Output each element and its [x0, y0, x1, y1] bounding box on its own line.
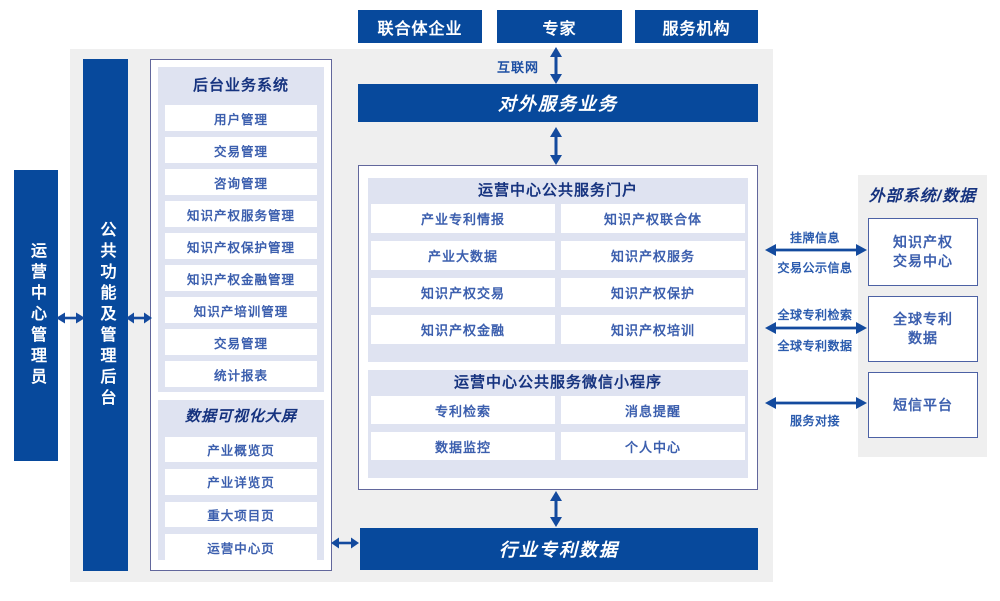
miniprogram-panel: 运营中心公共服务微信小程序 专利检索 消息提醒 数据监控 个人中心: [368, 370, 748, 478]
link-label-listing-info: 挂牌信息: [789, 231, 840, 245]
portal-panel-title: 运营中心公共服务门户: [477, 182, 638, 199]
backoffice-bar: 公共功能及管理后台: [83, 59, 128, 571]
link-label-service-dock: 服务对接: [789, 414, 840, 428]
industry-data-bar: 行业专利数据: [360, 528, 758, 570]
backend-item: 知识产权保护管理: [165, 233, 317, 259]
portal-item: 知识产权保护: [561, 278, 745, 307]
portal-item: 产业专利情报: [371, 204, 555, 233]
dataviz-item: 产业概览页: [165, 436, 317, 463]
double-arrow-global-patent-icon: [765, 322, 867, 334]
backend-item: 统计报表: [165, 361, 317, 387]
link-label-global-search: 全球专利检索: [777, 308, 853, 322]
backend-item: 知识产权金融管理: [165, 265, 317, 291]
backend-item: 咨询管理: [165, 169, 317, 195]
dataviz-panel-title: 数据可视化大屏: [184, 408, 297, 426]
external-service-bar: 对外服务业务: [358, 84, 758, 122]
double-arrow-portal-icon: [550, 127, 562, 165]
dataviz-item: 产业详览页: [165, 469, 317, 495]
external-box-global-patent: 全球专利 数据: [868, 296, 978, 362]
external-box-line: 知识产权: [893, 234, 953, 251]
link-label-trade-publicity: 交易公示信息: [777, 261, 853, 275]
miniprogram-panel-title: 运营中心公共服务微信小程序: [453, 374, 662, 391]
portal-item: 产业大数据: [371, 241, 555, 270]
portal-item: 知识产权联合体: [561, 204, 745, 233]
backend-panel-title: 后台业务系统: [192, 77, 289, 94]
miniprogram-item: 专利检索: [371, 396, 555, 424]
portal-item: 知识产权交易: [371, 278, 555, 307]
operator-bar: 运营中心管理员: [14, 170, 58, 461]
portal-item: 知识产权金融: [371, 315, 555, 344]
miniprogram-item: 个人中心: [561, 432, 745, 460]
actor-box-agencies: 服务机构: [635, 10, 758, 43]
external-box-line: 全球专利: [893, 311, 953, 328]
backend-item: 交易管理: [165, 137, 317, 163]
backend-item: 知识产培训管理: [165, 297, 317, 323]
internet-label: 互联网: [496, 60, 539, 75]
external-box-line: 短信平台: [893, 396, 953, 413]
backoffice-bar-label: 公共功能及管理后台: [97, 220, 115, 410]
operator-bar-label: 运营中心管理员: [28, 242, 45, 389]
external-box-sms: 短信平台: [868, 372, 978, 438]
miniprogram-item: 数据监控: [371, 432, 555, 460]
backend-item: 交易管理: [165, 329, 317, 355]
external-systems-title: 外部系统/数据: [868, 188, 977, 205]
double-arrow-listing-icon: [765, 244, 867, 256]
external-box-line: 数据: [908, 330, 938, 346]
portal-item: 知识产权服务: [561, 241, 745, 270]
double-arrow-backoffice-icon: [126, 312, 152, 324]
external-box-ip-exchange: 知识产权 交易中心: [868, 218, 978, 286]
miniprogram-item: 消息提醒: [561, 396, 745, 424]
external-box-line: 交易中心: [893, 253, 953, 269]
backend-item: 知识产权服务管理: [165, 201, 317, 227]
backend-item: 用户管理: [165, 105, 317, 131]
dataviz-item: 重大项目页: [165, 501, 317, 528]
double-arrow-dataviz-industry-icon: [331, 537, 359, 549]
actor-box-consortium: 联合体企业: [358, 10, 482, 43]
portal-item: 知识产权培训: [561, 315, 745, 344]
backend-system-panel: 后台业务系统 用户管理 交易管理 咨询管理 知识产权服务管理 知识产权保护管理 …: [158, 67, 324, 392]
link-label-global-data: 全球专利数据: [777, 339, 853, 353]
dataviz-item: 运营中心页: [165, 534, 317, 560]
actor-box-experts: 专家: [497, 10, 622, 43]
double-arrow-internet-icon: [550, 47, 562, 84]
dataviz-panel: 数据可视化大屏 产业概览页 产业详览页 重大项目页 运营中心页: [158, 400, 324, 560]
double-arrow-industry-icon: [550, 491, 562, 527]
double-arrow-operator-icon: [56, 312, 85, 324]
portal-panel: 运营中心公共服务门户 产业专利情报 知识产权联合体 产业大数据 知识产权服务 知…: [368, 178, 748, 362]
double-arrow-service-icon: [765, 397, 867, 409]
